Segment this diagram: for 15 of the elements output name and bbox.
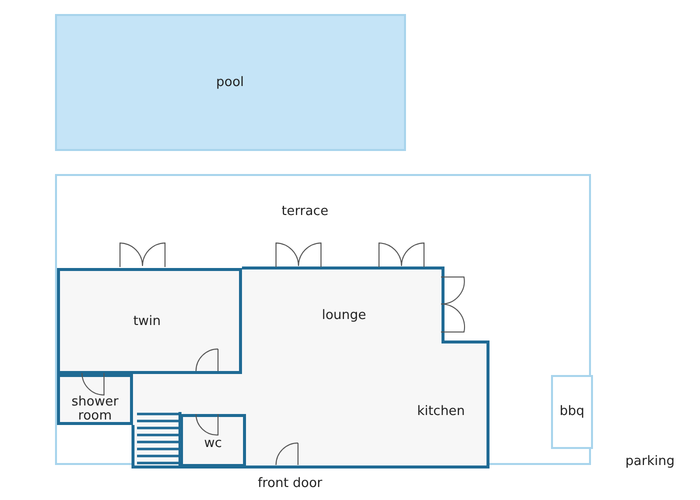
room-label: kitchen: [417, 405, 465, 419]
room-label: lounge: [322, 309, 366, 323]
room-label: wc: [204, 437, 222, 451]
lounge-kitchen-room: [242, 268, 488, 467]
area-label: parking: [625, 455, 675, 469]
room-label: bbq: [560, 405, 584, 419]
bbq-area: [551, 375, 593, 449]
room-label: twin: [133, 315, 161, 329]
pool-area: [55, 14, 406, 151]
room-label: shower room: [70, 395, 120, 423]
room-label: pool: [216, 76, 244, 90]
room-label: terrace: [282, 205, 328, 219]
shower-room: [57, 374, 133, 425]
twin-room: [57, 268, 242, 374]
wc-room: [180, 414, 246, 467]
